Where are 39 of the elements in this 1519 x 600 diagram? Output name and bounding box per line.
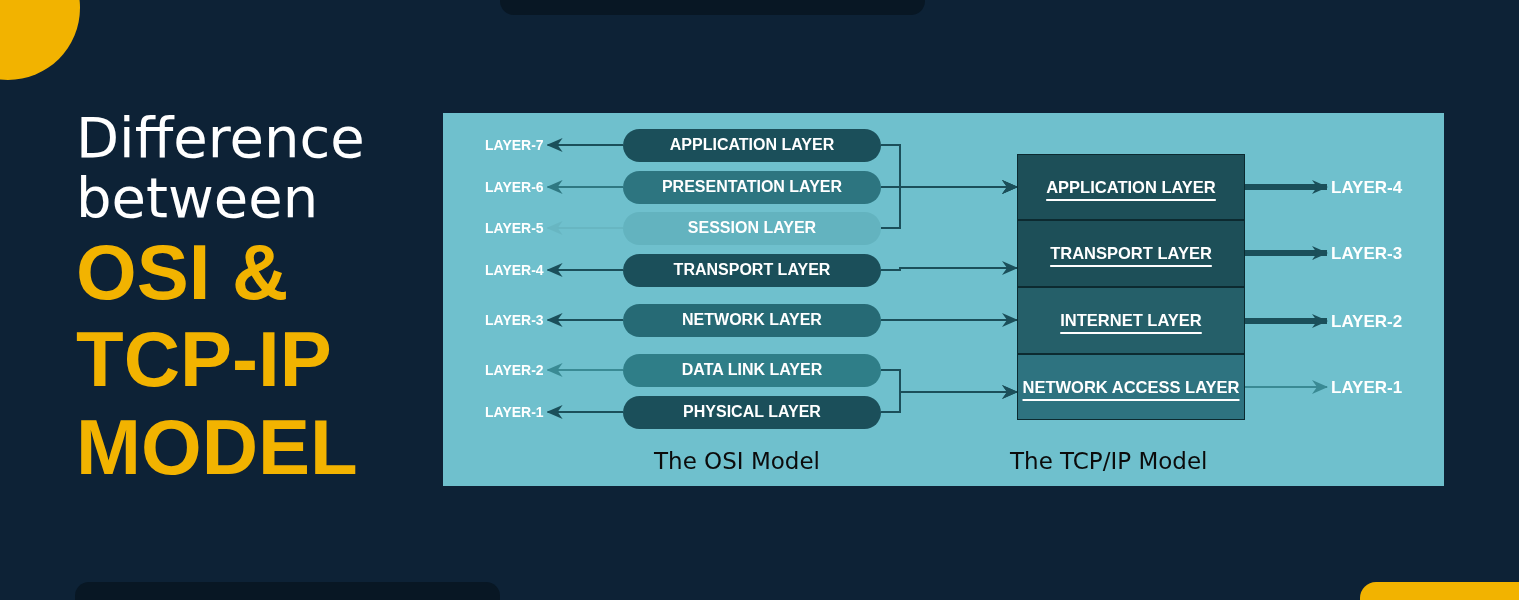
layer-number: LAYER-7 xyxy=(485,138,544,152)
layer-number: LAYER-4 xyxy=(1331,178,1403,196)
arrow xyxy=(546,363,624,377)
layer-number: LAYER-2 xyxy=(1331,312,1403,330)
layer-number: LAYER-5 xyxy=(485,221,544,235)
layer-pill: TRANSPORT LAYER xyxy=(623,253,881,287)
layer-pill: NETWORK LAYER xyxy=(623,303,881,337)
heading: Difference between OSI & TCP-IP MODEL xyxy=(76,108,366,491)
layer-box: INTERNET LAYER xyxy=(1017,287,1245,354)
arrow xyxy=(880,313,1018,327)
model-caption: The TCP/IP Model xyxy=(1010,450,1208,473)
layer-number: LAYER-3 xyxy=(1331,244,1403,262)
arrow xyxy=(546,263,624,277)
layer-number: LAYER-2 xyxy=(485,363,544,377)
layer-pill: DATA LINK LAYER xyxy=(623,353,881,387)
model-caption: The OSI Model xyxy=(654,450,820,473)
arrow xyxy=(1245,246,1328,260)
arrow xyxy=(880,385,1018,413)
layer-box: TRANSPORT LAYER xyxy=(1017,220,1245,287)
layer-number: LAYER-4 xyxy=(485,263,544,277)
arrow xyxy=(546,313,624,327)
layer-number: LAYER-1 xyxy=(1331,378,1403,396)
layer-pill: SESSION LAYER xyxy=(623,211,881,245)
layer-number: LAYER-1 xyxy=(485,405,544,419)
arrow xyxy=(546,138,624,152)
arrow xyxy=(1245,314,1328,328)
arrow xyxy=(546,405,624,419)
arrow xyxy=(1244,380,1328,394)
layer-box: NETWORK ACCESS LAYER xyxy=(1017,354,1245,420)
arrow xyxy=(880,261,1018,275)
layer-pill: PRESENTATION LAYER xyxy=(623,170,881,204)
layer-pill: APPLICATION LAYER xyxy=(623,128,881,162)
arrow xyxy=(546,180,624,194)
layer-pill: PHYSICAL LAYER xyxy=(623,395,881,429)
arrow xyxy=(1245,180,1328,194)
layer-number: LAYER-3 xyxy=(485,313,544,327)
arrow xyxy=(880,180,1018,229)
layer-number: LAYER-6 xyxy=(485,180,544,194)
layer-box: APPLICATION LAYER xyxy=(1017,154,1245,220)
